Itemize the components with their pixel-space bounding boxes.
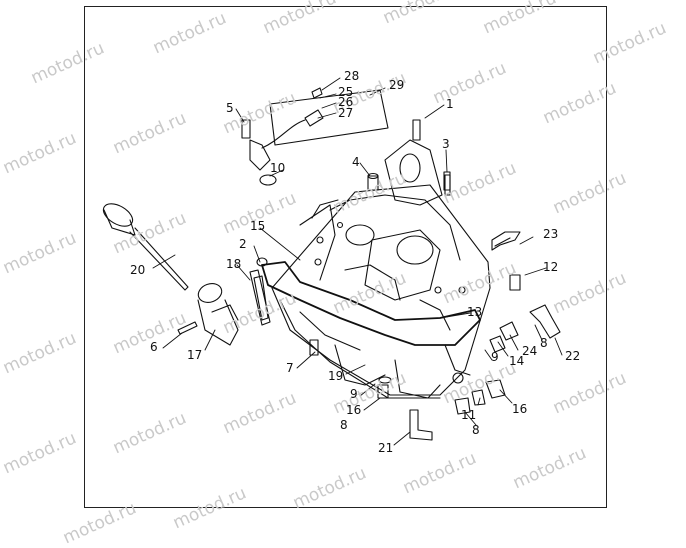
callout-number: 20 — [130, 263, 146, 277]
callout-number: 9 — [491, 350, 499, 364]
callout-number: 26 — [338, 95, 354, 109]
callout-number: 12 — [543, 260, 559, 274]
callout-number: 11 — [461, 408, 477, 422]
part-2 — [256, 257, 268, 267]
leader-lines — [152, 77, 563, 446]
callout-number: 25 — [338, 85, 354, 99]
callout-number: 10 — [270, 161, 286, 175]
callout-number: 4 — [352, 155, 360, 169]
gasket — [261, 261, 481, 346]
sender-assembly — [241, 87, 389, 186]
callout-number: 8 — [340, 418, 348, 432]
callout-number: 28 — [344, 69, 360, 83]
plug-4 — [367, 172, 379, 191]
fittings-right — [309, 304, 561, 415]
fitting-12 — [509, 274, 521, 291]
callout-number: 22 — [565, 349, 581, 363]
callout-number: 27 — [338, 106, 354, 120]
callout-number: 16 — [512, 402, 528, 416]
callout-number: 18 — [226, 257, 242, 271]
callout-number: 7 — [286, 361, 294, 375]
callout-number: 6 — [150, 340, 158, 354]
filler-tube — [177, 283, 239, 346]
seal-18 — [249, 269, 271, 326]
callout-number: 8 — [472, 423, 480, 437]
oil-pan-housing — [271, 184, 491, 399]
hose-23 — [491, 231, 521, 251]
callout-number: 3 — [442, 137, 450, 151]
callout-number: 16 — [346, 403, 362, 417]
callout-number: 19 — [328, 369, 344, 383]
hose-21 — [409, 409, 433, 441]
callout-number: 17 — [187, 348, 203, 362]
callout-number: 8 — [540, 336, 548, 350]
callout-number: 2 — [239, 237, 247, 251]
callout-number: 9 — [350, 387, 358, 401]
callout-number: 21 — [378, 441, 394, 455]
callout-number: 24 — [522, 344, 538, 358]
dipstick — [102, 203, 189, 291]
callout-number: 13 — [467, 305, 483, 319]
callout-number: 23 — [543, 227, 559, 241]
callout-number: 14 — [509, 354, 525, 368]
callout-number: 5 — [226, 101, 234, 115]
parts-diagram — [102, 77, 563, 446]
callout-number: 29 — [389, 78, 405, 92]
callout-number: 15 — [250, 219, 266, 233]
breather-cover — [384, 119, 451, 206]
bolt-3 — [443, 171, 451, 191]
callout-number: 1 — [446, 97, 454, 111]
